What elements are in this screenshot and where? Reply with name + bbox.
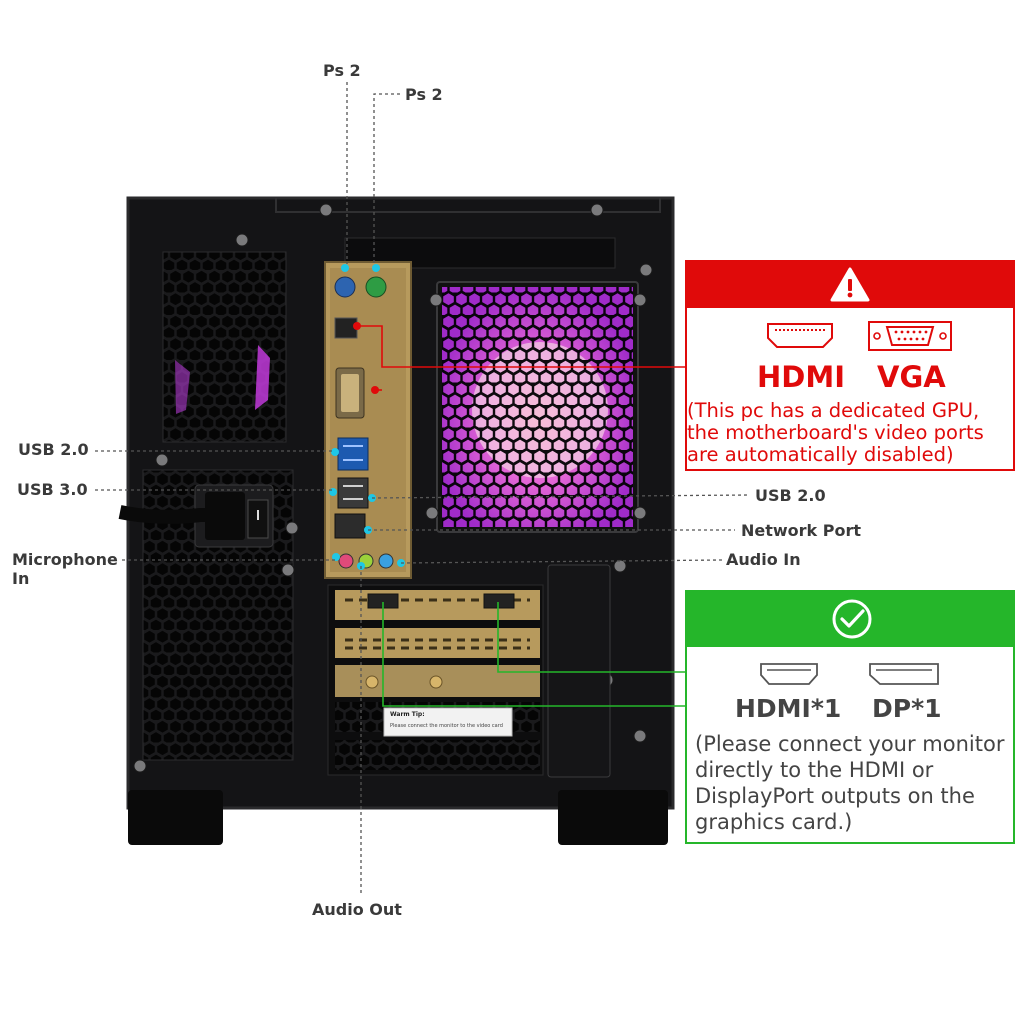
hdmi-port-icon (767, 323, 833, 348)
warning-header (687, 262, 1013, 308)
right-foot (558, 790, 668, 845)
ok-note-line-1: (Please connect your monitor (695, 732, 1005, 756)
warning-note-line-2: the motherboard's video ports (687, 421, 984, 444)
warning-note-line-1: (This pc has a dedicated GPU, (687, 399, 980, 422)
warning-note: (This pc has a dedicated GPU, the mother… (687, 401, 1015, 467)
recommendation-header (687, 592, 1013, 647)
label-usb20-left: USB 2.0 (18, 440, 89, 459)
sticker-title: Warm Tip: (390, 711, 425, 718)
label-usb20-right: USB 2.0 (755, 486, 826, 505)
label-audio-out: Audio Out (312, 900, 402, 919)
check-circle-icon (832, 599, 872, 639)
recommendation-panel: HDMI*1 DP*1 (Please connect your monitor… (685, 590, 1015, 844)
label-audio-in: Audio In (726, 550, 801, 569)
warning-triangle-icon (830, 267, 870, 302)
displayport-icon (869, 663, 939, 685)
label-network-port: Network Port (741, 521, 862, 540)
label-usb30-left: USB 3.0 (17, 480, 88, 499)
gpu-bracket-bottom (335, 628, 540, 658)
label-microphone: Microphone (12, 550, 118, 569)
label-microphone-in: In (12, 569, 30, 588)
sticker-text: Please connect the monitor to the video … (390, 723, 503, 729)
warning-vga-label: VGA (877, 360, 946, 394)
ok-note-line-4: graphics card.) (695, 810, 853, 834)
warning-note-line-3: are automatically disabled) (687, 443, 954, 466)
ok-note-line-3: DisplayPort outputs on the (695, 784, 975, 808)
recommendation-note: (Please connect your monitor directly to… (695, 734, 1013, 838)
gpu-dp-label: DP*1 (872, 694, 942, 723)
ok-note-line-2: directly to the HDMI or (695, 758, 934, 782)
left-foot (128, 790, 223, 845)
vga-port-icon (868, 321, 952, 351)
gpu-hdmi-label: HDMI*1 (735, 694, 842, 723)
label-ps2-left: Ps 2 (323, 61, 361, 80)
label-ps2-right: Ps 2 (405, 85, 443, 104)
warm-tip-sticker (383, 707, 513, 737)
warning-panel: HDMI VGA (This pc has a dedicated GPU, t… (685, 260, 1015, 471)
hdmi-port-icon-gpu (760, 663, 818, 685)
warning-hdmi-label: HDMI (757, 360, 845, 394)
